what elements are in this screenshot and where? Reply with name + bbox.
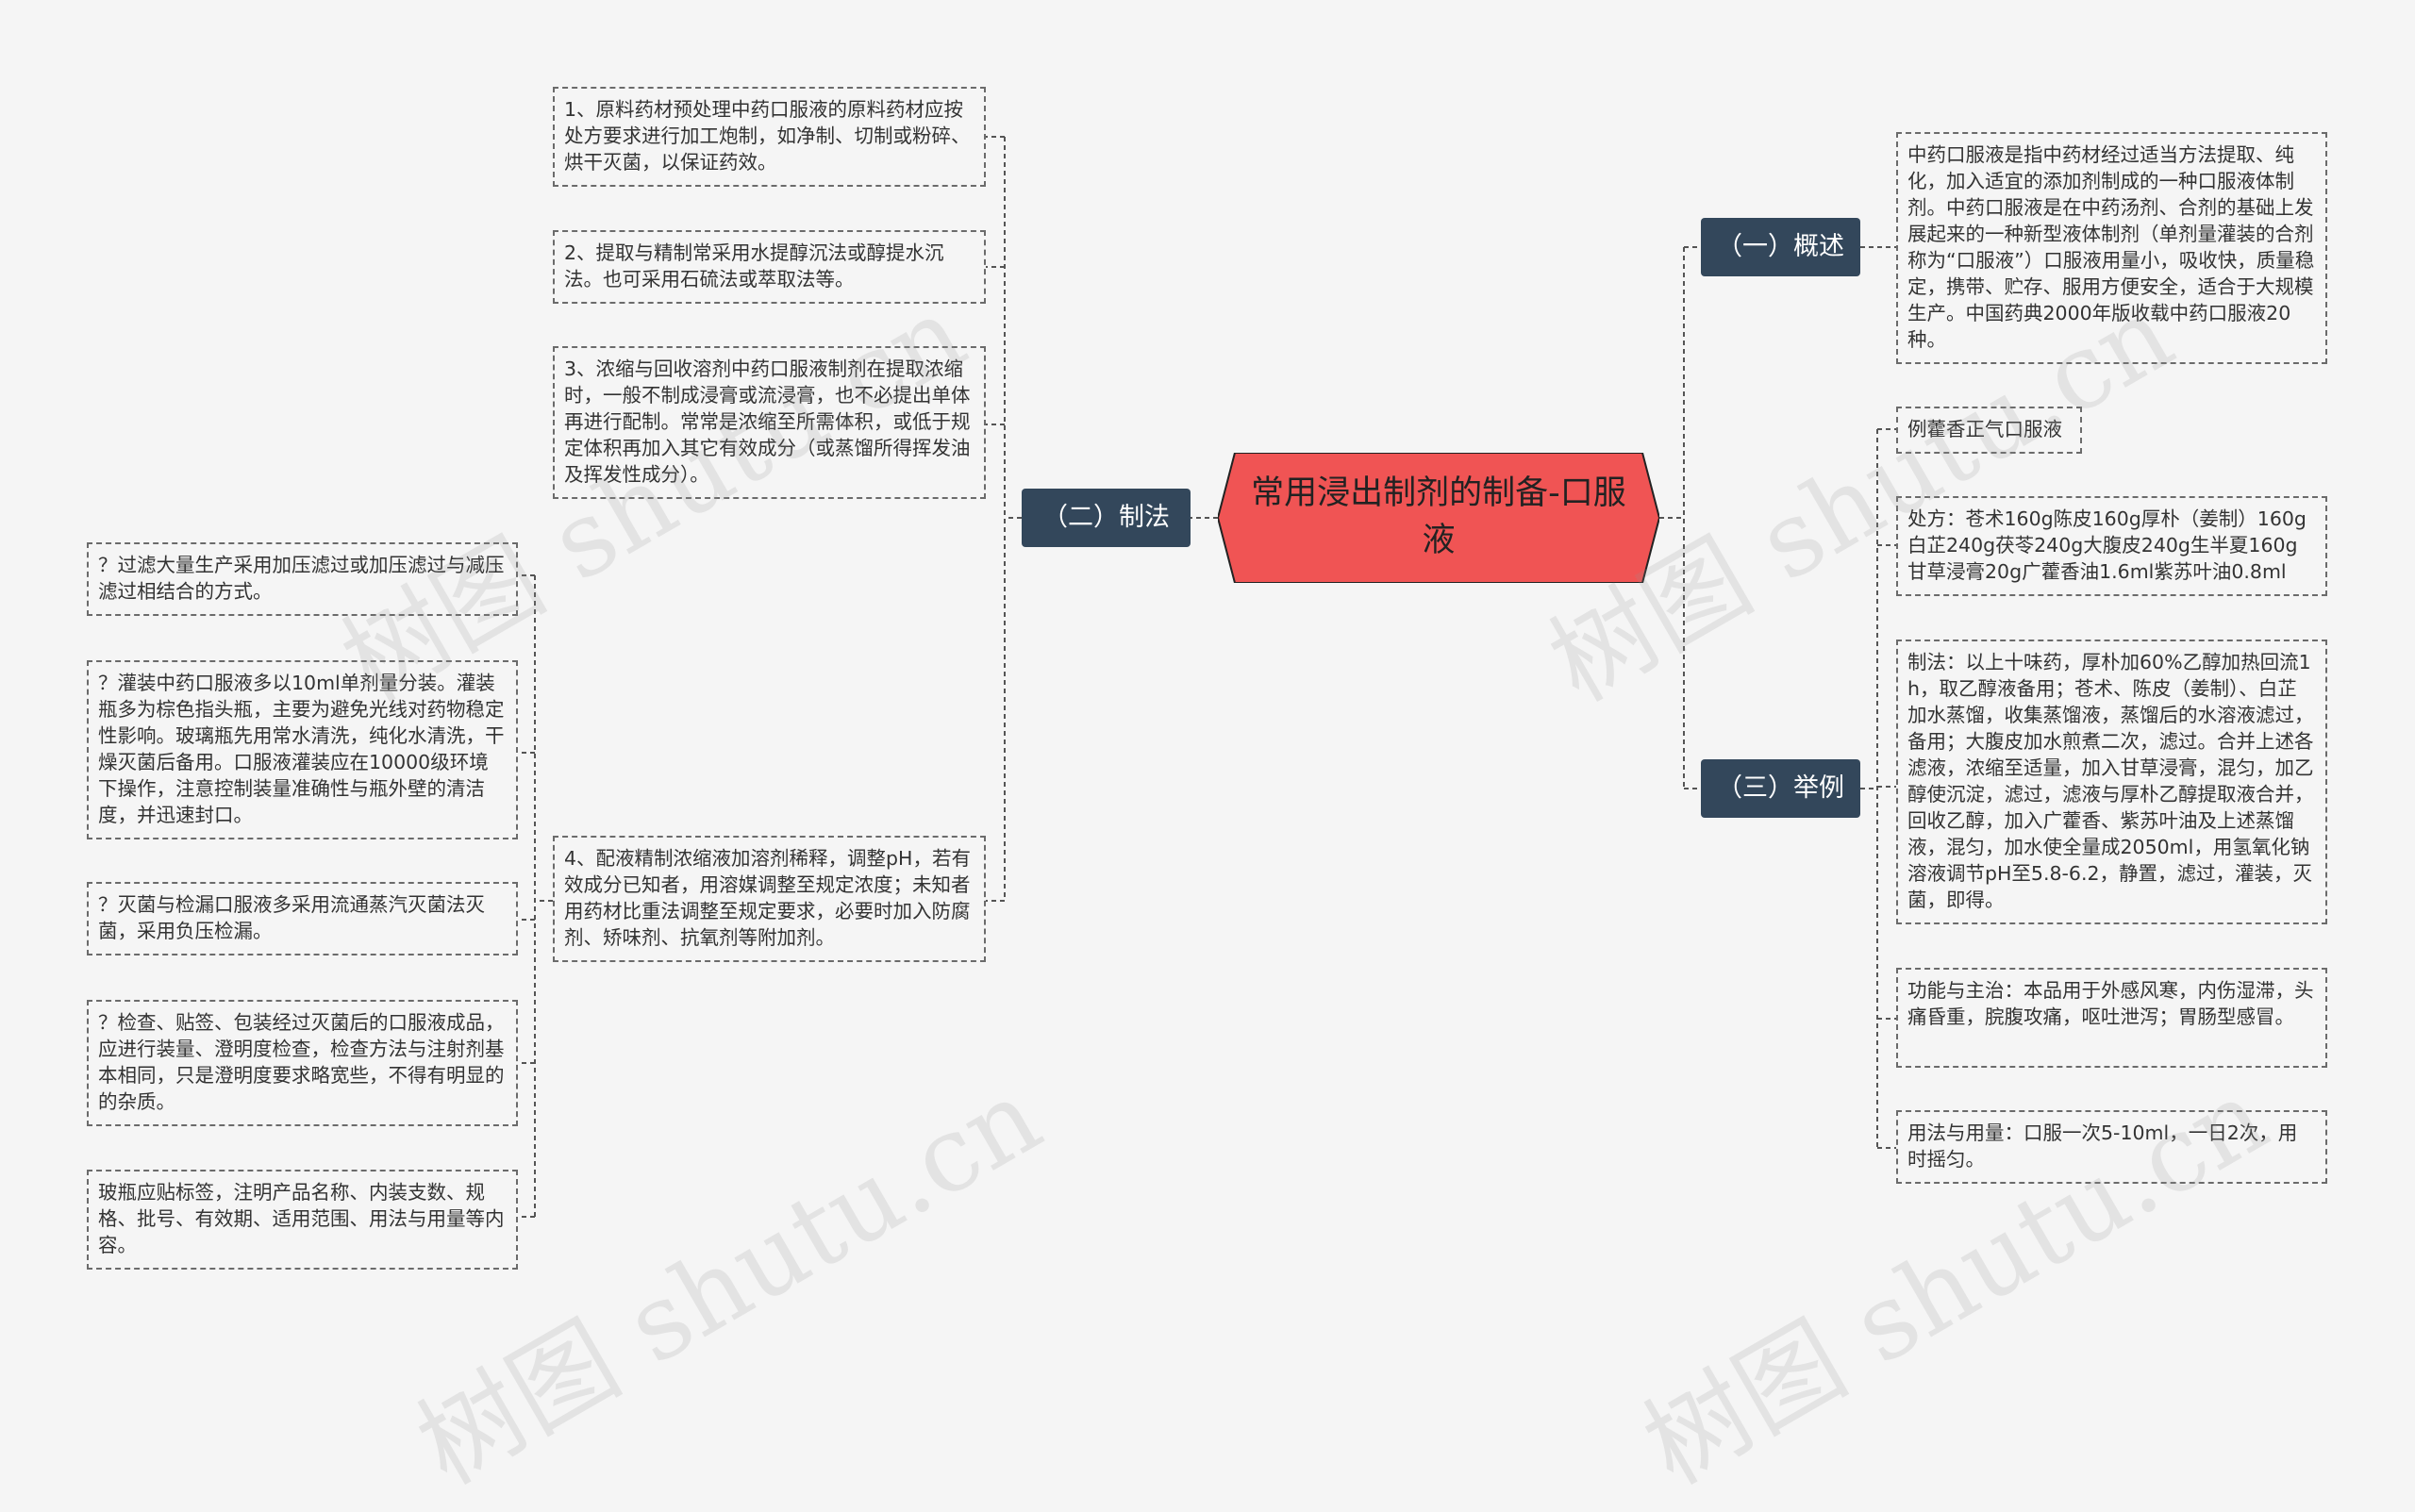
connector-lines bbox=[518, 136, 1896, 1218]
example-item-indication[interactable]: 功能与主治：本品用于外感风寒，内伤湿滞，头痛昏重，脘腹攻痛，呕吐泄泻；胃肠型感冒… bbox=[1896, 968, 2327, 1068]
method-sub-item-sterilize[interactable]: ？灭菌与检漏口服液多采用流通蒸汽灭菌法灭菌，采用负压检漏。 bbox=[87, 882, 518, 955]
root-node[interactable]: 常用浸出制剂的制备-口服液 bbox=[1218, 453, 1659, 583]
connector-root-right bbox=[1659, 246, 1701, 789]
example-item-prescription[interactable]: 处方：苍术160g陈皮160g厚朴（姜制）160g白芷240g茯苓240g大腹皮… bbox=[1896, 496, 2327, 596]
overview-item[interactable]: 中药口服液是指中药材经过适当方法提取、纯化，加入适宜的添加剂制成的一种口服液体制… bbox=[1896, 132, 2327, 364]
method-item-4[interactable]: 4、配液精制浓缩液加溶剂稀释，调整pH，若有效成分已知者，用溶媒调整至规定浓度；… bbox=[553, 836, 986, 962]
method-sub-item-filter[interactable]: ？过滤大量生产采用加压滤过或加压滤过与减压滤过相结合的方式。 bbox=[87, 542, 518, 616]
connector-method-items bbox=[986, 136, 1022, 902]
branch-overview[interactable]: （一）概述 bbox=[1701, 218, 1860, 276]
branch-method[interactable]: （二）制法 bbox=[1022, 489, 1191, 547]
method-item-3[interactable]: 3、浓缩与回收溶剂中药口服液制剂在提取浓缩时，一般不制成浸膏或流浸膏，也不必提出… bbox=[553, 346, 986, 499]
root-shape bbox=[1218, 453, 1659, 583]
connector-item4-subs bbox=[518, 574, 553, 1218]
method-item-1[interactable]: 1、原料药材预处理中药口服液的原料药材应按处方要求进行加工炮制，如净制、切制或粉… bbox=[553, 87, 986, 187]
example-item-preparation[interactable]: 制法：以上十味药，厚朴加60%乙醇加热回流1h，取乙醇液备用；苍术、陈皮（姜制）… bbox=[1896, 640, 2327, 924]
method-item-2[interactable]: 2、提取与精制常采用水提醇沉法或醇提水沉法。也可采用石硫法或萃取法等。 bbox=[553, 230, 986, 304]
mind-map-canvas: 常用浸出制剂的制备-口服液 （二）制法 （一）概述 （三）举例 1、原料药材预处… bbox=[87, 87, 2327, 1507]
example-item-title[interactable]: 例藿香正气口服液 bbox=[1896, 407, 2082, 454]
method-sub-item-filling[interactable]: ？灌装中药口服液多以10ml单剂量分装。灌装瓶多为棕色指头瓶，主要为避免光线对药… bbox=[87, 660, 518, 839]
root-title: 常用浸出制剂的制备-口服液 bbox=[1251, 474, 1626, 559]
connector-example-leaves bbox=[1860, 428, 1896, 1149]
method-sub-item-inspect[interactable]: ？检查、贴签、包装经过灭菌后的口服液成品，应进行装量、澄明度检查，检查方法与注射… bbox=[87, 1000, 518, 1126]
branch-example[interactable]: （三）举例 bbox=[1701, 759, 1860, 818]
method-sub-item-label[interactable]: 玻瓶应贴标签，注明产品名称、内装支数、规格、批号、有效期、适用范围、用法与用量等… bbox=[87, 1170, 518, 1270]
example-item-usage[interactable]: 用法与用量：口服一次5-10ml，一日2次，用时摇匀。 bbox=[1896, 1110, 2327, 1184]
